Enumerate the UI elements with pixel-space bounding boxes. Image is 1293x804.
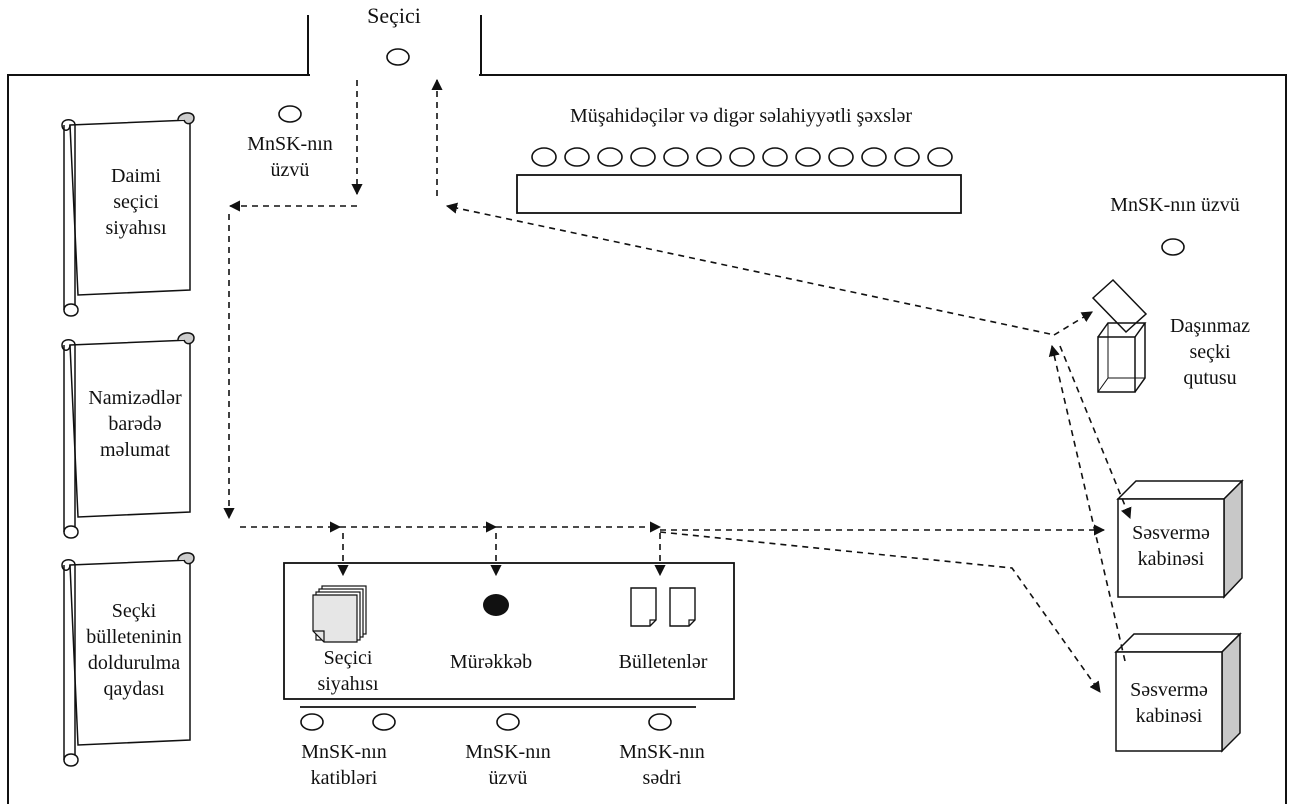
ballots-icon xyxy=(630,587,696,627)
observer-icon xyxy=(795,147,821,167)
ballot-box-line: seçki xyxy=(1189,341,1231,363)
observer-icon xyxy=(729,147,755,167)
entrance-label: Seçici xyxy=(367,3,421,28)
ink-icon xyxy=(483,594,509,616)
scroll-3-line: qaydası xyxy=(103,678,165,700)
table-item-voter-list: Seçici siyahısı xyxy=(317,645,378,697)
chairman-icon xyxy=(648,713,672,731)
scroll-3-line: Seçki xyxy=(111,600,157,622)
member-label-line: üzvü xyxy=(270,159,310,181)
booth-label-line: kabinəsi xyxy=(1137,548,1205,570)
observer-icon xyxy=(762,147,788,167)
voter-list-stack-icon xyxy=(312,585,367,643)
ballot-box-label: Daşınmaz seçki qutusu xyxy=(1158,313,1262,391)
observer-icon xyxy=(861,147,887,167)
scroll-1-line: seçici xyxy=(113,191,159,213)
staff-label-line: katibləri xyxy=(310,767,378,789)
observer-icon xyxy=(828,147,854,167)
scroll-1-line: Daimi xyxy=(111,165,161,187)
table-item-ballots: Bülletenlər xyxy=(618,651,708,673)
observers-bench xyxy=(516,174,962,214)
member-top-right-label: MnSK-nın üzvü xyxy=(1110,194,1240,216)
table-item-line: siyahısı xyxy=(317,673,379,695)
ballot-box xyxy=(1091,278,1148,393)
observers-group xyxy=(516,147,962,214)
scroll-1 xyxy=(61,112,195,317)
voting-booth-1 xyxy=(1116,479,1244,599)
member-label-line: MnSK-nın xyxy=(247,133,333,155)
scroll-1-line: siyahısı xyxy=(105,217,167,239)
scroll-2 xyxy=(61,332,195,539)
booth-label-line: Səsvermə xyxy=(1132,522,1210,544)
scroll-2-line: barədə xyxy=(108,413,162,435)
booth-label-line: kabinəsi xyxy=(1135,705,1203,727)
secretary-icon xyxy=(372,713,396,731)
observer-icon xyxy=(894,147,920,167)
observers-label: Müşahidəçilər və digər səlahiyyətli şəxs… xyxy=(569,105,913,127)
staff-label-line: MnSK-nın xyxy=(465,741,551,763)
booth-label-line: Səsvermə xyxy=(1130,679,1208,701)
booth-2-label: Səsvermə kabinəsi xyxy=(1130,677,1208,729)
secretary-icon xyxy=(300,713,324,731)
scroll-1-label: Daimi seçici siyahısı xyxy=(105,163,166,241)
staff-member-label: MnSK-nın üzvü xyxy=(465,739,551,791)
scroll-2-line: məlumat xyxy=(100,439,170,461)
staff-label-line: MnSK-nın xyxy=(619,741,705,763)
observer-icon xyxy=(564,147,590,167)
staff-label-line: üzvü xyxy=(488,767,528,789)
staff-label-line: sədri xyxy=(642,767,682,789)
member-icon xyxy=(1161,238,1185,256)
member-top-left-label: MnSK-nın üzvü xyxy=(247,131,333,183)
staff-chairman-label: MnSK-nın sədri xyxy=(619,739,705,791)
room-outline xyxy=(7,74,1287,804)
voting-booth-2 xyxy=(1114,632,1242,753)
table-item-ink: Mürəkkəb xyxy=(449,651,533,673)
observer-icon xyxy=(531,147,557,167)
voter-icon xyxy=(386,48,410,66)
observer-icon xyxy=(696,147,722,167)
staff-label-line: MnSK-nın xyxy=(301,741,387,763)
observer-icon xyxy=(663,147,689,167)
scroll-3-line: doldurulma xyxy=(87,652,181,674)
observer-icon xyxy=(597,147,623,167)
ballot-box-line: Daşınmaz xyxy=(1170,315,1250,337)
observer-icon xyxy=(927,147,953,167)
table-item-line: Seçici xyxy=(323,647,373,669)
scroll-2-line: Namizədlər xyxy=(88,387,182,409)
ballot-box-line: qutusu xyxy=(1183,367,1237,389)
member-icon xyxy=(278,105,302,123)
scroll-3 xyxy=(61,552,195,767)
scroll-3-label: Seçki bülleteninin doldurulma qaydası xyxy=(86,598,182,702)
scroll-3-line: bülleteninin xyxy=(86,626,182,648)
staff-secretaries-label: MnSK-nın katibləri xyxy=(301,739,387,791)
scroll-2-label: Namizədlər barədə məlumat xyxy=(88,385,181,463)
entrance xyxy=(307,15,482,78)
booth-1-label: Səsvermə kabinəsi xyxy=(1132,520,1210,572)
flow-arrows xyxy=(223,78,1132,693)
observer-icon xyxy=(630,147,656,167)
member-icon xyxy=(496,713,520,731)
